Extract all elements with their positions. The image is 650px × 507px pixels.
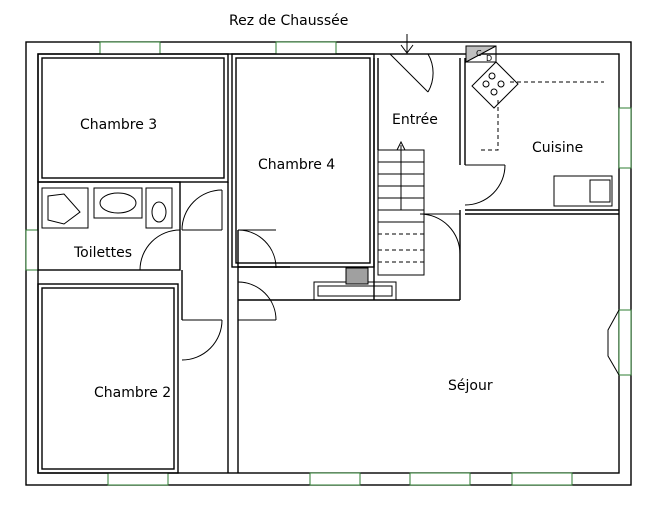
bathroom-fixtures (41, 187, 173, 229)
appliance-label-c: C (476, 49, 482, 58)
room-label-toilettes: Toilettes (73, 245, 132, 261)
bay-window (607, 309, 620, 376)
fireplace (313, 267, 397, 301)
appliance-label-d: D (486, 54, 492, 63)
room-label-sejour: Séjour (448, 378, 493, 394)
staircase (377, 140, 425, 276)
kitchen-fixtures: C D (465, 45, 613, 207)
appliance-box: C D (465, 45, 497, 63)
room-labels: Chambre 3 Chambre 4 Entrée Cuisine Toile… (73, 112, 583, 401)
room-label-cuisine: Cuisine (532, 140, 583, 156)
stove-icon (471, 61, 519, 109)
interior-doors (139, 164, 506, 361)
room-label-entree: Entrée (392, 112, 438, 128)
interior-walls (37, 53, 619, 474)
room-label-chambre-2: Chambre 2 (94, 385, 171, 401)
entrance-door (389, 34, 434, 93)
room-label-chambre-4: Chambre 4 (258, 157, 335, 173)
plan-title: Rez de Chaussée (229, 13, 348, 29)
room-label-chambre-3: Chambre 3 (80, 117, 157, 133)
